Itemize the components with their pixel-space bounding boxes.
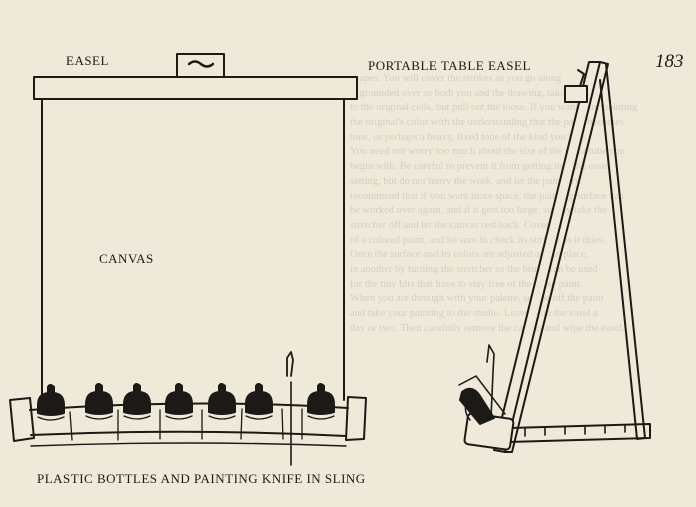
figure-caption: PLASTIC BOTTLES AND PAINTING KNIFE IN SL…: [37, 471, 366, 486]
running-head: PORTABLE TABLE EASEL: [368, 58, 531, 73]
side-view-easel: [458, 61, 651, 453]
easel-label: EASEL: [66, 53, 109, 68]
sling: [9, 383, 367, 447]
page-number: 183: [655, 51, 684, 72]
canvas-drawing: [33, 53, 358, 466]
canvas-label: CANVAS: [99, 251, 154, 266]
bleed-through-text: shapes. You will cover the strokes as yo…: [350, 73, 638, 334]
